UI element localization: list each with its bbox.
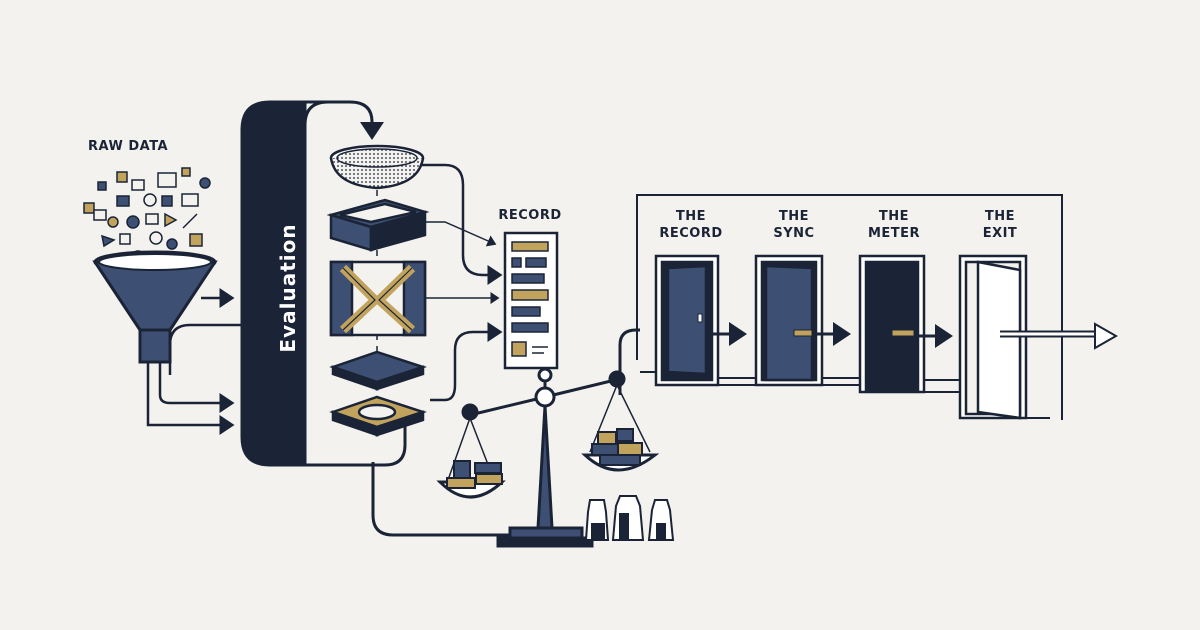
check-icon bbox=[181, 193, 199, 207]
chart-icon bbox=[131, 179, 145, 191]
tile-icon bbox=[97, 181, 107, 191]
counter-weights bbox=[584, 495, 675, 541]
record-row bbox=[511, 322, 549, 333]
image-icon bbox=[145, 213, 159, 225]
door-label-exit: THE EXIT bbox=[940, 208, 1060, 242]
sieve bbox=[329, 144, 425, 190]
dot-icon bbox=[126, 215, 140, 229]
door-1 bbox=[654, 254, 720, 387]
door-label-sync: THE SYNC bbox=[734, 208, 854, 242]
ring-plate bbox=[329, 395, 428, 437]
door-label-line1: THE bbox=[778, 209, 810, 224]
data-square-icon bbox=[116, 171, 128, 183]
flow-connectors bbox=[371, 194, 1063, 537]
record-row bbox=[511, 306, 541, 317]
record-list bbox=[503, 231, 559, 370]
record-row bbox=[525, 257, 547, 268]
tile-icon bbox=[83, 202, 95, 214]
dot-icon bbox=[199, 177, 211, 189]
cursor-icon bbox=[101, 234, 116, 248]
chat-icon bbox=[93, 209, 107, 221]
dot-icon bbox=[107, 216, 119, 228]
tile-icon bbox=[161, 195, 173, 207]
door-arrows bbox=[706, 322, 953, 348]
door-floor-lines bbox=[640, 371, 1050, 419]
record-row bbox=[511, 273, 545, 284]
exit-arrow bbox=[1000, 322, 1119, 350]
tile-icon bbox=[181, 167, 191, 177]
door-label-record: THE RECORD bbox=[631, 208, 751, 242]
funnel bbox=[92, 250, 218, 364]
raw-data-icons bbox=[83, 167, 211, 266]
record-row bbox=[511, 341, 527, 357]
door-label-line1: THE bbox=[675, 209, 707, 224]
record-row bbox=[511, 241, 549, 252]
door-label-line2: SYNC bbox=[773, 226, 815, 241]
evaluation-label: Evaluation bbox=[276, 223, 300, 353]
record-connectors bbox=[420, 163, 503, 402]
door-3 bbox=[858, 254, 926, 394]
scale-weights-left bbox=[446, 460, 503, 489]
door-2 bbox=[754, 254, 824, 387]
raw-data-label: RAW DATA bbox=[88, 139, 169, 154]
evaluation-panel bbox=[240, 100, 407, 467]
door-4 bbox=[958, 254, 1028, 420]
door-label-line2: METER bbox=[867, 226, 921, 241]
gear-icon bbox=[143, 193, 157, 207]
open-box-frame bbox=[326, 198, 430, 252]
message-icon bbox=[116, 195, 130, 207]
x-cube-frame bbox=[329, 260, 427, 337]
door-label-line2: EXIT bbox=[982, 226, 1018, 241]
door-label-meter: THE METER bbox=[834, 208, 954, 242]
scale-weights-right bbox=[591, 428, 643, 466]
dot-icon bbox=[149, 231, 163, 245]
doc-icon bbox=[119, 233, 131, 245]
funnel-connectors bbox=[146, 288, 244, 435]
door-label-line1: THE bbox=[878, 209, 910, 224]
user-icon bbox=[166, 238, 178, 250]
record-label: RECORD bbox=[498, 208, 562, 223]
flat-plate bbox=[329, 350, 428, 391]
play-icon bbox=[164, 212, 178, 228]
trend-arrow-icon bbox=[182, 213, 198, 229]
bar-chart-icon bbox=[157, 172, 177, 188]
record-row bbox=[511, 289, 549, 301]
bar-chart-icon bbox=[189, 233, 203, 247]
door-label-line2: RECORD bbox=[659, 226, 723, 241]
door-label-line1: THE bbox=[984, 209, 1016, 224]
